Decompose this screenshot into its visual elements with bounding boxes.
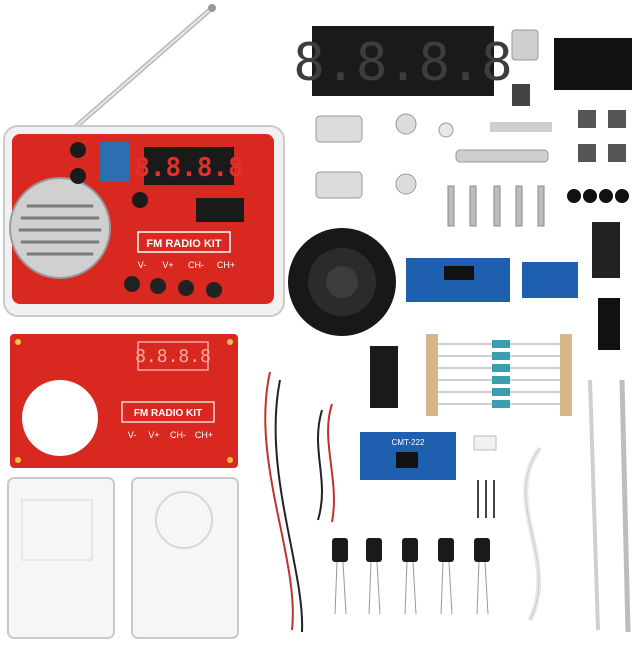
radio-button-label-ch-down: CH- (188, 260, 204, 270)
pcb-button-label-vol-up: V+ (148, 430, 159, 440)
long-bolt (455, 149, 549, 163)
radio-knob-vol-up (150, 278, 166, 294)
lcd-cover (554, 38, 632, 90)
battery-clip-1 (315, 115, 363, 143)
case-panel-front (7, 477, 115, 639)
pcb-button-label-ch-up: CH+ (195, 430, 213, 440)
pcb-kit-label: FM RADIO KIT (134, 408, 202, 419)
big-display-body (312, 26, 494, 96)
ic-socket (592, 222, 620, 278)
big-display-digits: 8.8.8.8 (293, 33, 512, 93)
speaker-grille (9, 177, 111, 279)
ic-chip (598, 298, 620, 350)
radio-headers (100, 142, 130, 182)
speaker (288, 228, 396, 336)
resistor-strip (426, 334, 572, 416)
pcb-button-label-vol-down: V- (128, 430, 137, 440)
radio-display-digits: 8.8.8.8 (134, 153, 244, 183)
battery-clip-2 (315, 171, 363, 199)
usb-socket (511, 29, 539, 61)
audio-jack (370, 346, 398, 408)
speaker-cutout (22, 380, 98, 456)
telescopic-rod (619, 379, 631, 633)
radio-ic-chip (196, 198, 244, 222)
pcb-display-outline: 8.8.8.8 (135, 346, 211, 367)
jst-connector (473, 435, 497, 451)
radio-led-display (144, 147, 234, 185)
radio-knob-vol-down (124, 276, 140, 292)
case-panel-back (131, 477, 239, 639)
capacitors (332, 538, 490, 615)
radio-button-label-ch-up: CH+ (217, 260, 235, 270)
radio-kit-label: FM RADIO KIT (146, 238, 221, 250)
amp-module: CMT-222 (360, 432, 456, 480)
big-led-display: 8.8.8.8 (293, 26, 513, 96)
mic-module (522, 262, 578, 298)
wire-antenna (588, 379, 600, 631)
assembled-radio: 8.8.8.8 FM RADIO KIT V- V+ CH- CH+ (3, 4, 285, 317)
radio-button-label-vol-up: V+ (162, 260, 173, 270)
radio-button-label-vol-down: V- (138, 260, 147, 270)
bare-pcb: 8.8.8.8 FM RADIO KIT V- V+ CH- CH+ (10, 334, 238, 468)
hardware-parts (315, 110, 629, 350)
amp-module-label: CMT-222 (392, 438, 425, 447)
radio-knob-ch-down (178, 280, 194, 296)
radio-knob-ch-up (206, 282, 222, 298)
acrylic-panels (7, 477, 239, 639)
slide-switch (512, 84, 530, 106)
pcb-button-label-ch-down: CH- (170, 430, 186, 440)
jumper-wires (264, 371, 335, 633)
